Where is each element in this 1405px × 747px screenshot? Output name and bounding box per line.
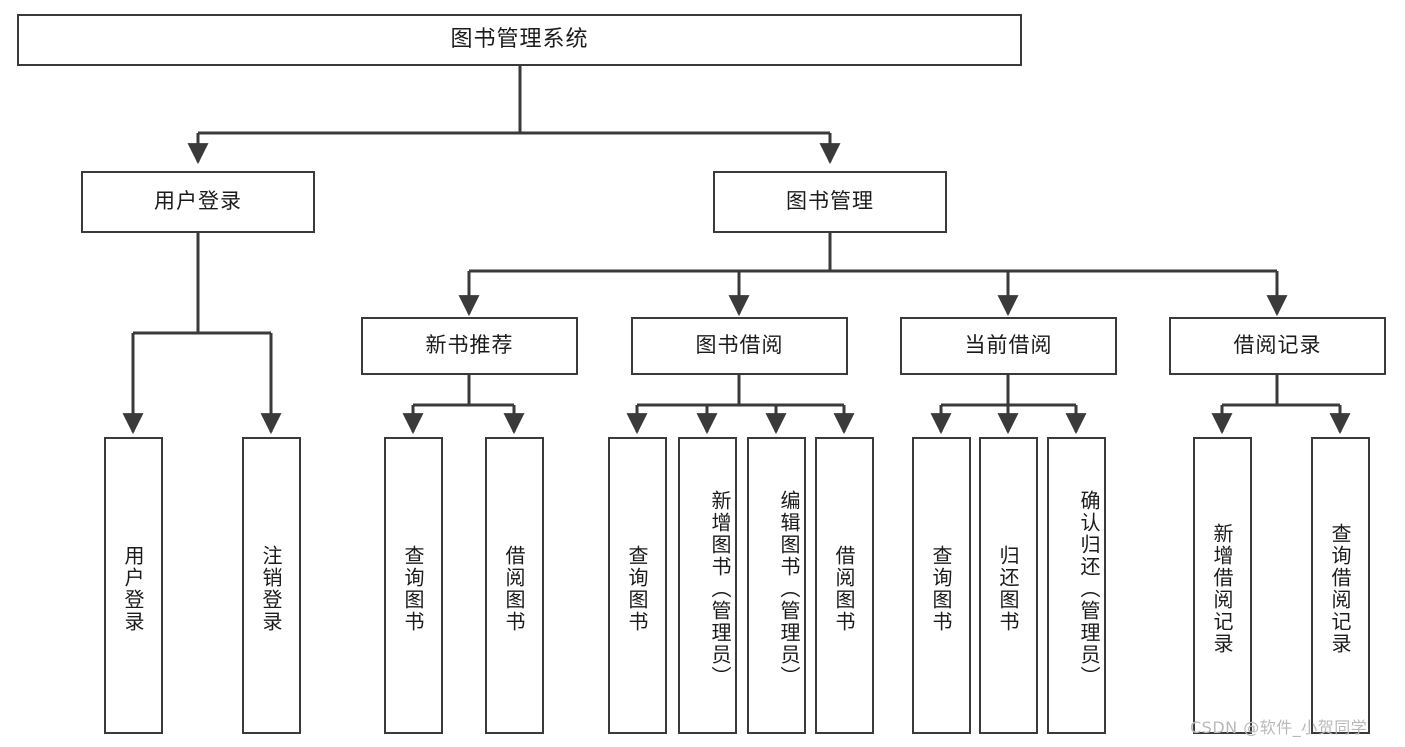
node-book-management[interactable]: 图书管理 <box>713 171 947 233</box>
leaf-user-login-signin[interactable]: 用户登录 <box>104 437 163 734</box>
node-root-system[interactable]: 图书管理系统 <box>17 14 1022 66</box>
leaf-borrow-edit-book-admin[interactable]: 编辑图书（管理员） <box>747 437 806 734</box>
leaf-current-query-book[interactable]: 查询图书 <box>912 437 971 734</box>
node-book-borrow[interactable]: 图书借阅 <box>631 317 848 375</box>
leaf-current-return-book[interactable]: 归还图书 <box>979 437 1038 734</box>
leaf-borrow-borrow-book[interactable]: 借阅图书 <box>815 437 874 734</box>
leaf-record-add-record[interactable]: 新增借阅记录 <box>1193 437 1252 734</box>
leaf-borrow-query-book[interactable]: 查询图书 <box>608 437 667 734</box>
leaf-new-book-query[interactable]: 查询图书 <box>384 437 443 734</box>
leaf-new-book-borrow[interactable]: 借阅图书 <box>485 437 544 734</box>
node-user-login[interactable]: 用户登录 <box>81 171 315 233</box>
leaf-current-confirm-return-admin[interactable]: 确认归还（管理员） <box>1047 437 1106 734</box>
node-current-borrow[interactable]: 当前借阅 <box>900 317 1117 375</box>
node-borrow-record[interactable]: 借阅记录 <box>1169 317 1386 375</box>
leaf-borrow-add-book-admin[interactable]: 新增图书（管理员） <box>678 437 737 734</box>
watermark-csdn: CSDN @软件_小贺同学 <box>1190 718 1368 737</box>
leaf-record-query-record[interactable]: 查询借阅记录 <box>1311 437 1370 734</box>
leaf-user-login-logout[interactable]: 注销登录 <box>242 437 301 734</box>
node-new-book-recommend[interactable]: 新书推荐 <box>361 317 578 375</box>
